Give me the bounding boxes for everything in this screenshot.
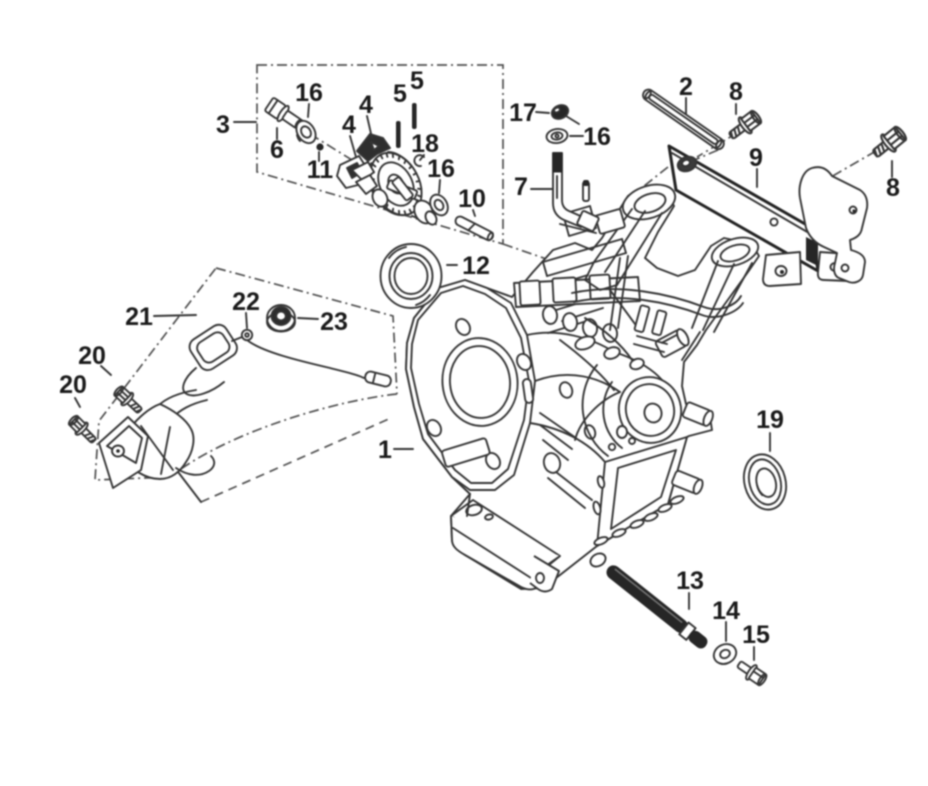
svg-text:5: 5 <box>393 80 407 108</box>
svg-text:23: 23 <box>320 308 348 336</box>
svg-text:16: 16 <box>583 123 611 151</box>
svg-text:5: 5 <box>410 67 424 95</box>
svg-text:16: 16 <box>427 155 455 183</box>
svg-text:15: 15 <box>742 621 770 649</box>
svg-text:8: 8 <box>729 78 743 106</box>
svg-text:14: 14 <box>712 597 740 625</box>
svg-text:22: 22 <box>232 288 260 316</box>
svg-text:2: 2 <box>679 73 693 101</box>
svg-text:16: 16 <box>295 79 323 107</box>
svg-text:3: 3 <box>216 111 230 139</box>
svg-text:9: 9 <box>749 144 763 172</box>
svg-text:17: 17 <box>509 99 537 127</box>
svg-text:7: 7 <box>514 173 528 201</box>
svg-text:20: 20 <box>59 371 87 399</box>
svg-text:11: 11 <box>307 156 334 184</box>
svg-text:6: 6 <box>270 136 284 164</box>
svg-text:13: 13 <box>676 567 704 595</box>
svg-text:4: 4 <box>342 111 356 139</box>
svg-text:18: 18 <box>411 130 439 158</box>
svg-text:8: 8 <box>886 174 900 202</box>
svg-text:20: 20 <box>78 342 106 370</box>
svg-text:1: 1 <box>378 436 392 464</box>
svg-text:21: 21 <box>125 303 153 331</box>
svg-text:12: 12 <box>462 252 490 280</box>
svg-text:10: 10 <box>458 185 486 213</box>
svg-text:4: 4 <box>359 91 373 119</box>
svg-text:19: 19 <box>756 406 784 434</box>
